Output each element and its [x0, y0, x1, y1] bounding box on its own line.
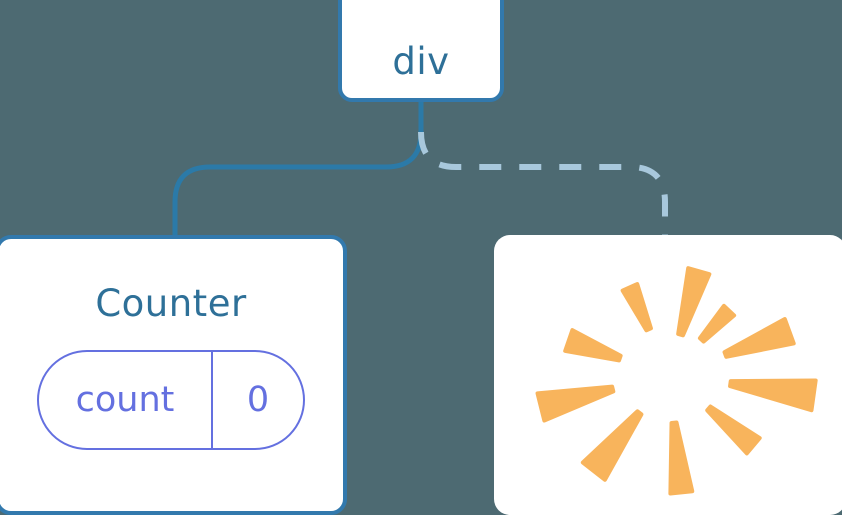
starburst-ray — [620, 282, 653, 333]
state-pill-wrapper: count 0 — [37, 350, 305, 450]
counter-node[interactable]: Counter count 0 — [0, 235, 347, 515]
starburst-ray — [676, 266, 712, 338]
state-value-label: 0 — [246, 379, 270, 420]
burst-node[interactable] — [494, 235, 842, 515]
starburst-ray — [580, 409, 644, 482]
state-pill-divider — [211, 352, 213, 448]
starburst-ray — [697, 303, 737, 344]
starburst-icon — [535, 266, 818, 496]
starburst-ray — [668, 420, 695, 496]
root-node-label: div — [392, 40, 450, 83]
starburst-ray — [722, 317, 796, 359]
state-key-label: count — [75, 379, 175, 420]
starburst-ray — [728, 378, 818, 413]
starburst-ray — [705, 404, 762, 456]
root-node[interactable]: div — [338, 0, 504, 102]
starburst-ray — [563, 328, 623, 363]
counter-node-label: Counter — [95, 282, 247, 325]
edge-root-to-counter — [172, 99, 424, 243]
state-pill[interactable]: count 0 — [37, 350, 305, 450]
edge-root-to-burst — [418, 131, 668, 240]
starburst-ray — [535, 384, 616, 423]
